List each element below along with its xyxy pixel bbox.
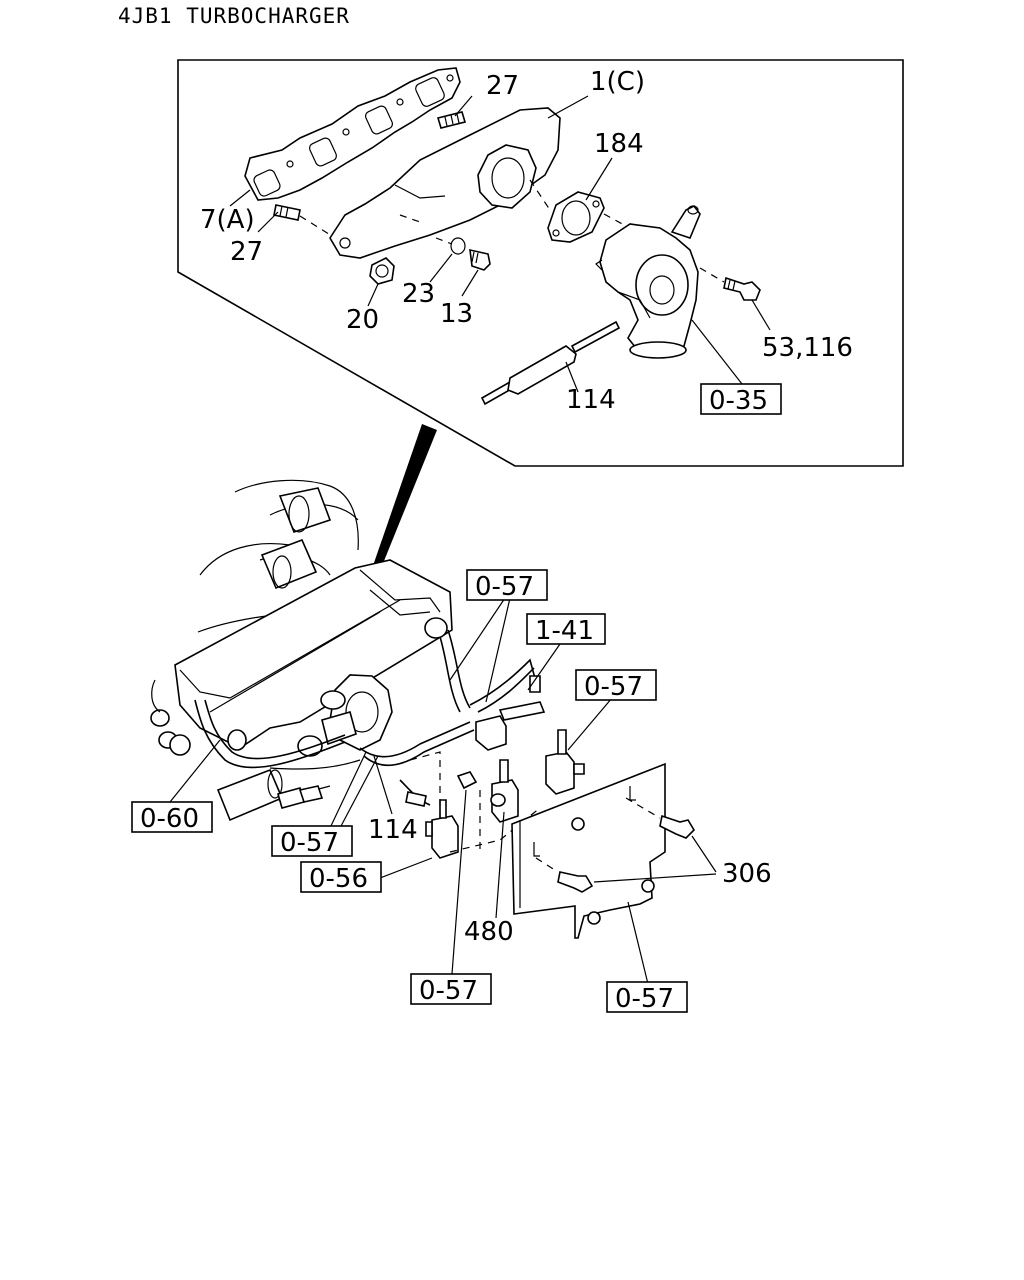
bolt-13 — [469, 248, 491, 271]
nut-20 — [369, 257, 395, 285]
vsv-upper — [475, 701, 546, 751]
turbocharger — [595, 204, 701, 359]
svg-text:0-57: 0-57 — [280, 828, 339, 858]
engine-assembly — [150, 479, 696, 939]
svg-text:1-41: 1-41 — [535, 616, 594, 646]
exhaust-manifold — [329, 107, 561, 259]
ref-box-0-56: 0-56 — [300, 861, 382, 894]
bolt-306-lower — [535, 857, 594, 893]
callout-20: 20 — [346, 305, 379, 335]
vsv-left — [399, 779, 459, 859]
ref-box-1-41: 1-41 — [526, 613, 606, 646]
vsv-right — [545, 729, 585, 795]
callout-114-top: 114 — [566, 385, 616, 415]
svg-text:0-56: 0-56 — [309, 864, 368, 894]
ref-box-0-57-top: 0-57 — [466, 569, 548, 602]
callout-53-116: 53,116 — [762, 333, 853, 363]
ref-box-0-60: 0-60 — [131, 801, 213, 834]
callout-480: 480 — [464, 917, 514, 947]
callout-1c: 1(C) — [590, 67, 645, 97]
svg-text:0-60: 0-60 — [140, 804, 199, 834]
stud-27-left — [273, 204, 333, 237]
pipe-114 — [480, 320, 621, 406]
stud-27-top — [436, 111, 467, 129]
callout-23: 23 — [402, 279, 435, 309]
ref-box-0-57-left: 0-57 — [271, 825, 353, 858]
svg-text:0-57: 0-57 — [615, 984, 674, 1014]
ref-box-0-57-bottom-right: 0-57 — [606, 981, 688, 1014]
callout-7a: 7(A) — [200, 205, 255, 235]
ref-box-0-57-right: 0-57 — [575, 669, 657, 702]
svg-text:0-57: 0-57 — [475, 572, 534, 602]
detail-panel-outline — [177, 59, 904, 467]
svg-text:0-35: 0-35 — [709, 386, 768, 416]
callout-27-top: 27 — [486, 71, 519, 101]
callout-306: 306 — [722, 859, 772, 889]
svg-text:0-57: 0-57 — [419, 976, 478, 1006]
manifold-gasket — [244, 67, 461, 201]
callout-184: 184 — [594, 129, 644, 159]
ref-box-0-57-bottom-left: 0-57 — [410, 973, 492, 1006]
bolt-53-116 — [699, 267, 761, 301]
ref-box-0-35: 0-35 — [700, 383, 782, 416]
bolt-306-upper — [625, 797, 696, 839]
turbo-gasket-184 — [547, 191, 605, 243]
svg-text:0-57: 0-57 — [584, 672, 643, 702]
vsv-center — [490, 759, 519, 823]
callout-13: 13 — [440, 299, 473, 329]
page-title: 4JB1 TURBOCHARGER — [118, 4, 350, 28]
washer-23 — [450, 237, 466, 255]
callout-27-left: 27 — [230, 237, 263, 267]
callout-114-bottom: 114 — [368, 815, 418, 845]
bracket-plate — [511, 762, 666, 939]
